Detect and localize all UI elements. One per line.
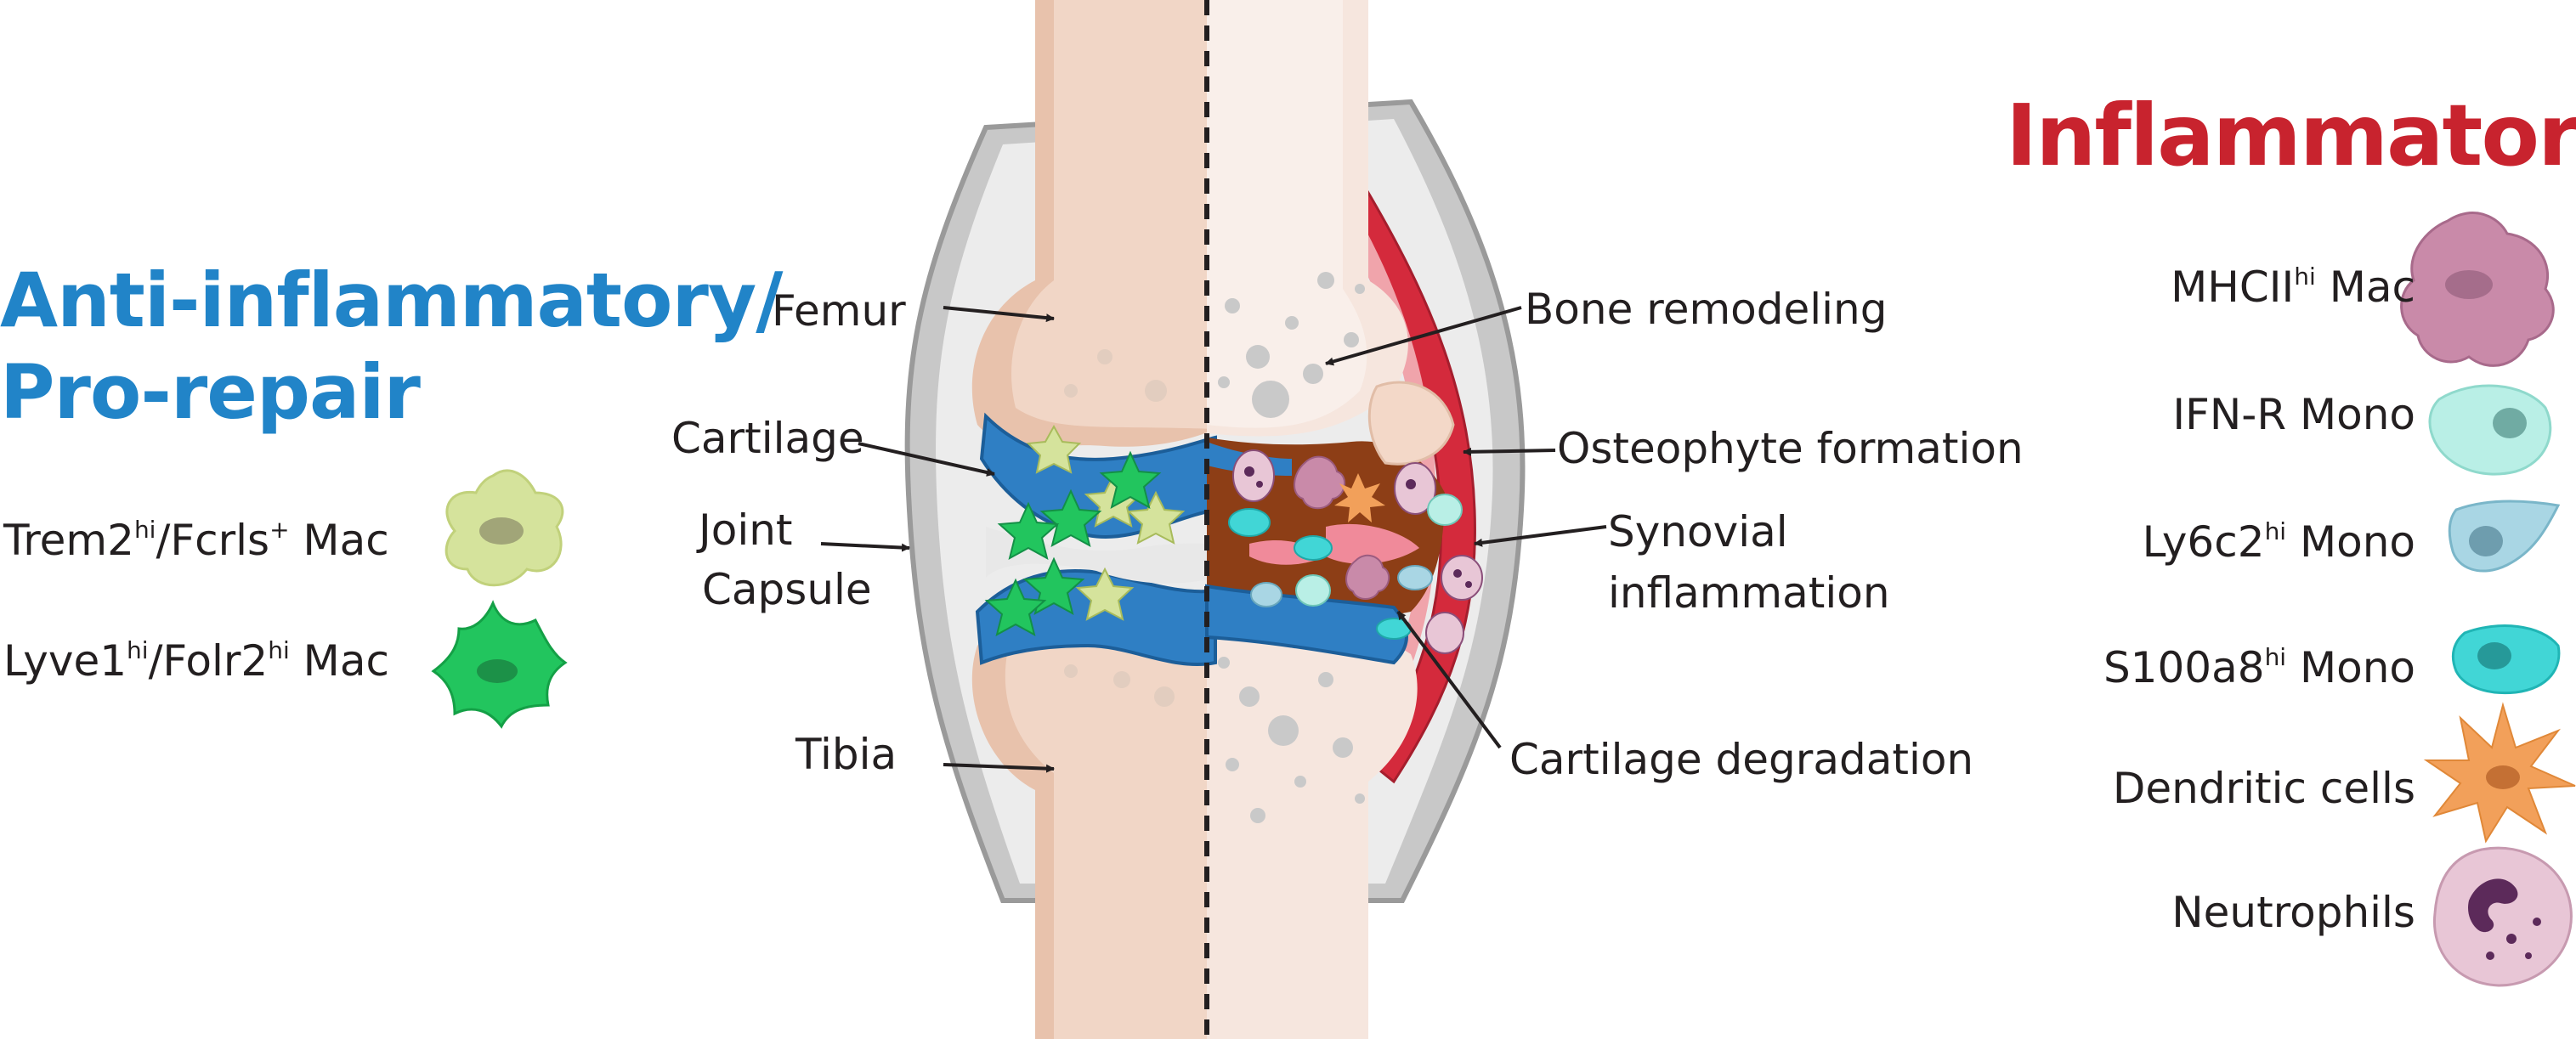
inflammatory-title: Inflammatory	[2006, 86, 2576, 185]
lyve1-mac-label: Lyve1hi/Folr2hi Mac	[3, 636, 389, 686]
s100a8-mono-label: S100a8hi Mono	[2103, 643, 2415, 692]
ifnr-mono-icon	[2428, 384, 2552, 476]
osteophyte-arrow	[1463, 447, 1556, 456]
bone-remodeling-label: Bone remodeling	[1525, 285, 1888, 334]
joint-capsule-label-line1: Joint	[699, 505, 793, 555]
bone-pores	[1218, 272, 1365, 823]
label-arrows	[820, 306, 1607, 773]
dendritic-cells-icon	[2423, 702, 2576, 844]
osteophyte	[1367, 381, 1455, 466]
femur-bone	[971, 0, 1408, 447]
ly6c2-mono-label: Ly6c2hi Mono	[2142, 517, 2415, 567]
anti-inflammatory-title: Anti-inflammatory/ Pro-repair	[0, 255, 783, 438]
tibia-label: Tibia	[795, 730, 897, 779]
cartilage-degradation-label: Cartilage degradation	[1509, 735, 1974, 784]
neutrophils-icon	[2432, 846, 2573, 987]
synovial-label-line1: Synovial	[1608, 507, 1788, 556]
synovial-label-line2: inflammation	[1608, 568, 1890, 618]
ly6c2-mono-icon	[2448, 500, 2561, 573]
trem2-mac-label: Trem2hi/Fcrls+ Mac	[3, 516, 389, 565]
trem2-mac-icon	[444, 469, 564, 587]
cartilage-arrow	[858, 442, 995, 477]
mhcii-mac-label: MHCIIhi Mac	[2171, 263, 2415, 312]
cartilage-left	[975, 412, 1217, 667]
left-cartilage-cells	[984, 424, 1186, 636]
anti-inflammatory-title-line1: Anti-inflammatory/	[0, 257, 783, 344]
osteophyte-label: Osteophyte formation	[1557, 424, 2024, 473]
cartilage-label: Cartilage	[671, 414, 864, 463]
mhcii-mac-icon	[2400, 212, 2555, 367]
synovial-arrow	[1474, 525, 1607, 547]
tibia-arrow	[943, 763, 1055, 773]
cartilage-degradation-arrow	[1396, 610, 1502, 749]
s100a8-mono-icon	[2451, 624, 2561, 695]
femur-label: Femur	[772, 286, 906, 336]
capsule-arrow	[820, 542, 910, 552]
tibia-bone	[971, 612, 1418, 1039]
bone-remodeling-arrow	[1325, 306, 1522, 366]
ifnr-mono-label: IFN-R Mono	[2172, 390, 2415, 439]
femur-arrow	[943, 306, 1055, 323]
dendritic-cells-label: Dendritic cells	[2112, 764, 2415, 813]
joint-capsule-label-line2: Capsule	[702, 565, 872, 614]
lyve1-mac-icon	[431, 600, 568, 729]
neutrophils-label: Neutrophils	[2171, 888, 2415, 937]
anti-inflammatory-title-line2: Pro-repair	[0, 348, 421, 436]
right-inflammatory-cells	[1228, 449, 1483, 654]
